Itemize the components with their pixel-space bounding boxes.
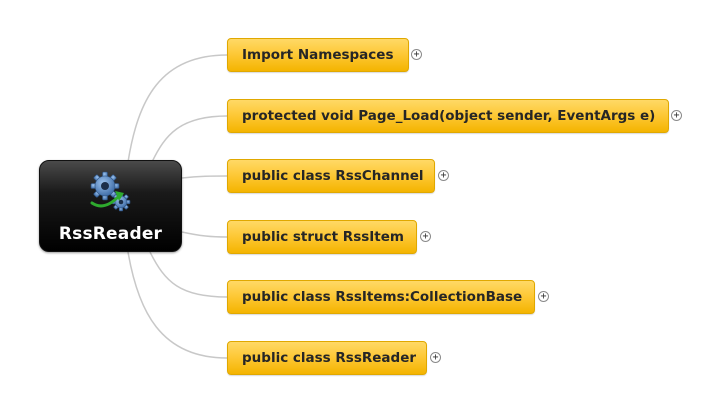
branch-node-import-namespaces[interactable]: Import Namespaces	[227, 38, 409, 72]
branch-node-rssreader[interactable]: public class RssReader	[227, 341, 427, 375]
branch-node-rsschannel[interactable]: public class RssChannel	[227, 159, 435, 193]
branch-label: public class RssItems:CollectionBase	[242, 289, 523, 305]
branch-label: Import Namespaces	[242, 47, 394, 63]
connector-branch-2	[151, 115, 228, 163]
expand-button[interactable]: +	[538, 291, 549, 302]
connector-branch-4	[181, 231, 228, 238]
expand-button[interactable]: +	[671, 110, 682, 121]
expand-button[interactable]: +	[411, 49, 422, 60]
branch-node-page-load[interactable]: protected void Page_Load(object sender, …	[227, 99, 669, 133]
connector-branch-1	[127, 54, 228, 163]
connector-branch-5	[149, 251, 228, 298]
branch-node-rssitems[interactable]: public class RssItems:CollectionBase	[227, 280, 535, 314]
expand-button[interactable]: +	[420, 231, 431, 242]
branch-label: protected void Page_Load(object sender, …	[242, 108, 656, 124]
root-label: RssReader	[58, 224, 163, 244]
branch-label: public class RssReader	[242, 350, 417, 366]
expand-button[interactable]: +	[438, 170, 449, 181]
branch-node-rssitem[interactable]: public struct RssItem	[227, 220, 417, 254]
root-node[interactable]: RssReader	[39, 160, 182, 252]
branch-label: public struct RssItem	[242, 229, 404, 245]
expand-button[interactable]: +	[430, 352, 441, 363]
connector-branch-3	[181, 175, 228, 179]
branch-label: public class RssChannel	[242, 168, 424, 184]
connector-branch-6	[127, 251, 228, 359]
gears-with-arrow-icon	[90, 171, 131, 212]
